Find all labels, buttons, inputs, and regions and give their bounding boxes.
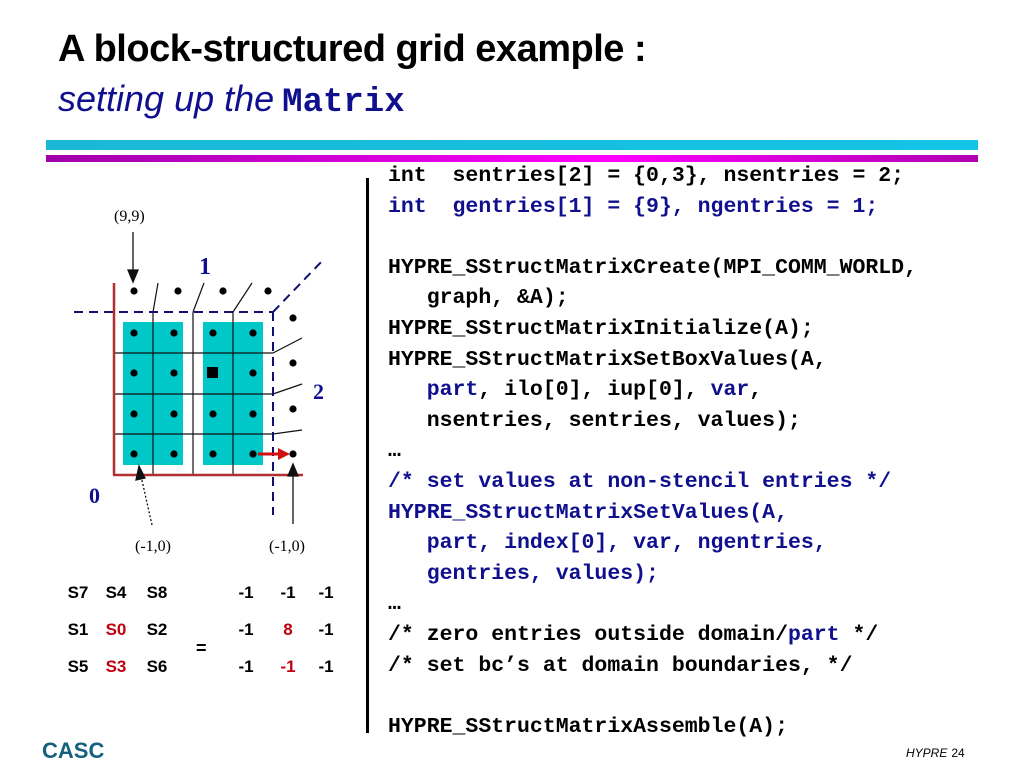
symbol-cell: S2 (146, 620, 168, 639)
code-token: int sentries[2] = {0,3}, nsentries = 2; (388, 164, 905, 188)
footer-label: HYPRE (906, 746, 948, 760)
value-cell: -1 (318, 620, 334, 639)
code-line: HYPRE_SStructMatrixSetBoxValues(A, (388, 345, 917, 376)
code-line: … (388, 436, 917, 467)
label-top-point: (9,9) (114, 208, 145, 225)
code-line: /* set values at non-stencil entries */ (388, 467, 917, 498)
symbol-cell: S5 (67, 657, 89, 676)
value-cell: -1 (318, 583, 334, 602)
code-token: gentries, values); (388, 561, 659, 586)
code-token: HYPRE_SStructMatrixCreate(MPI_COMM_WORLD… (388, 255, 917, 280)
domain-boundary (112, 283, 303, 477)
symbol-cell: S8 (146, 583, 168, 602)
column-divider (366, 178, 369, 733)
value-cell: 8 (283, 620, 293, 639)
code-line: /* zero entries outside domain/part */ (388, 620, 917, 651)
value-cell: -1 (280, 583, 296, 602)
code-line: nsentries, sentries, values); (388, 406, 917, 437)
code-token: part (787, 622, 840, 647)
code-token: … (388, 439, 401, 464)
code-token: HYPRE_SStructMatrixSetBoxValues(A, (388, 347, 827, 372)
code-line: int gentries[1] = {9}, ngentries = 1; (388, 192, 917, 223)
value-cell: -1 (238, 583, 254, 602)
header-bar-magenta (46, 155, 978, 162)
code-token: /* zero entries outside domain/ (388, 622, 788, 647)
code-line: part, ilo[0], iup[0], var, (388, 375, 917, 406)
subtitle-text: setting up the (58, 78, 275, 119)
symbol-cell: S0 (105, 620, 127, 639)
code-line: int sentries[2] = {0,3}, nsentries = 2; (388, 161, 917, 192)
code-token: */ (839, 622, 879, 647)
page-number: 24 (951, 746, 965, 760)
value-cell: -1 (280, 657, 296, 676)
code-token: /* set bc’s at domain boundaries, */ (388, 653, 853, 678)
pointer-arrows (127, 232, 299, 526)
label-bottom-right: (-1,0) (269, 538, 305, 555)
code-token: HYPRE_SStructMatrixAssemble(A); (388, 714, 788, 739)
code-line: gentries, values); (388, 559, 917, 590)
value-cell: -1 (318, 657, 334, 676)
code-token: var (710, 378, 750, 403)
code-line: HYPRE_SStructMatrixInitialize(A); (388, 314, 917, 345)
part-label-2: 2 (313, 379, 324, 404)
slide-title: A block-structured grid example : (58, 28, 647, 70)
symbol-cell: S1 (67, 620, 89, 639)
code-token: nsentries, sentries, values); (388, 408, 801, 433)
code-token: , (749, 378, 763, 403)
code-token: part (426, 378, 479, 403)
code-line: … (388, 589, 917, 620)
code-token: /* set values at non-stencil entries */ (388, 469, 892, 494)
code-line (388, 222, 917, 253)
equals-sign: = (196, 638, 207, 658)
symbol-cell: S7 (67, 583, 89, 602)
part-label-0: 0 (89, 483, 100, 508)
code-line: /* set bc’s at domain boundaries, */ (388, 651, 917, 682)
code-token (388, 378, 427, 402)
value-cell: -1 (238, 657, 254, 676)
header-bar-cyan (46, 140, 978, 150)
label-bottom-left: (-1,0) (135, 538, 171, 555)
code-token: … (388, 592, 401, 617)
grid-lines (114, 282, 303, 475)
code-line: graph, &A); (388, 283, 917, 314)
value-cell: -1 (238, 620, 254, 639)
code-token: , ilo[0], iup[0], (478, 378, 711, 403)
code-token: HYPRE_SStructMatrixSetValues(A, (388, 500, 788, 525)
code-line (388, 681, 917, 712)
dashed-part-boundaries (74, 258, 325, 515)
symbol-cell: S6 (146, 657, 168, 676)
subtitle-code: Matrix (282, 84, 405, 122)
code-line: HYPRE_SStructMatrixSetValues(A, (388, 498, 917, 529)
code-block: int sentries[2] = {0,3}, nsentries = 2; i… (388, 161, 917, 742)
selected-point (207, 367, 218, 378)
code-line: part, index[0], var, ngentries, (388, 528, 917, 559)
part-label-1: 1 (199, 254, 211, 280)
red-arrow (258, 448, 290, 460)
grid-points (130, 287, 297, 458)
code-line: HYPRE_SStructMatrixAssemble(A); (388, 712, 917, 743)
code-token: part, index[0], var, ngentries, (388, 531, 827, 556)
symbol-cell: S4 (105, 583, 127, 602)
casc-logo: CASC (42, 738, 105, 763)
code-token: HYPRE_SStructMatrixInitialize(A); (388, 316, 814, 341)
code-line: HYPRE_SStructMatrixCreate(MPI_COMM_WORLD… (388, 253, 917, 284)
code-token: int gentries[1] = {9}, ngentries = 1; (388, 194, 879, 219)
code-token: graph, &A); (388, 286, 569, 311)
grid-diagram: (9,9) 0 1 2 (-1,0) (-1,0) (74, 208, 325, 555)
symbol-cell: S3 (105, 657, 127, 676)
